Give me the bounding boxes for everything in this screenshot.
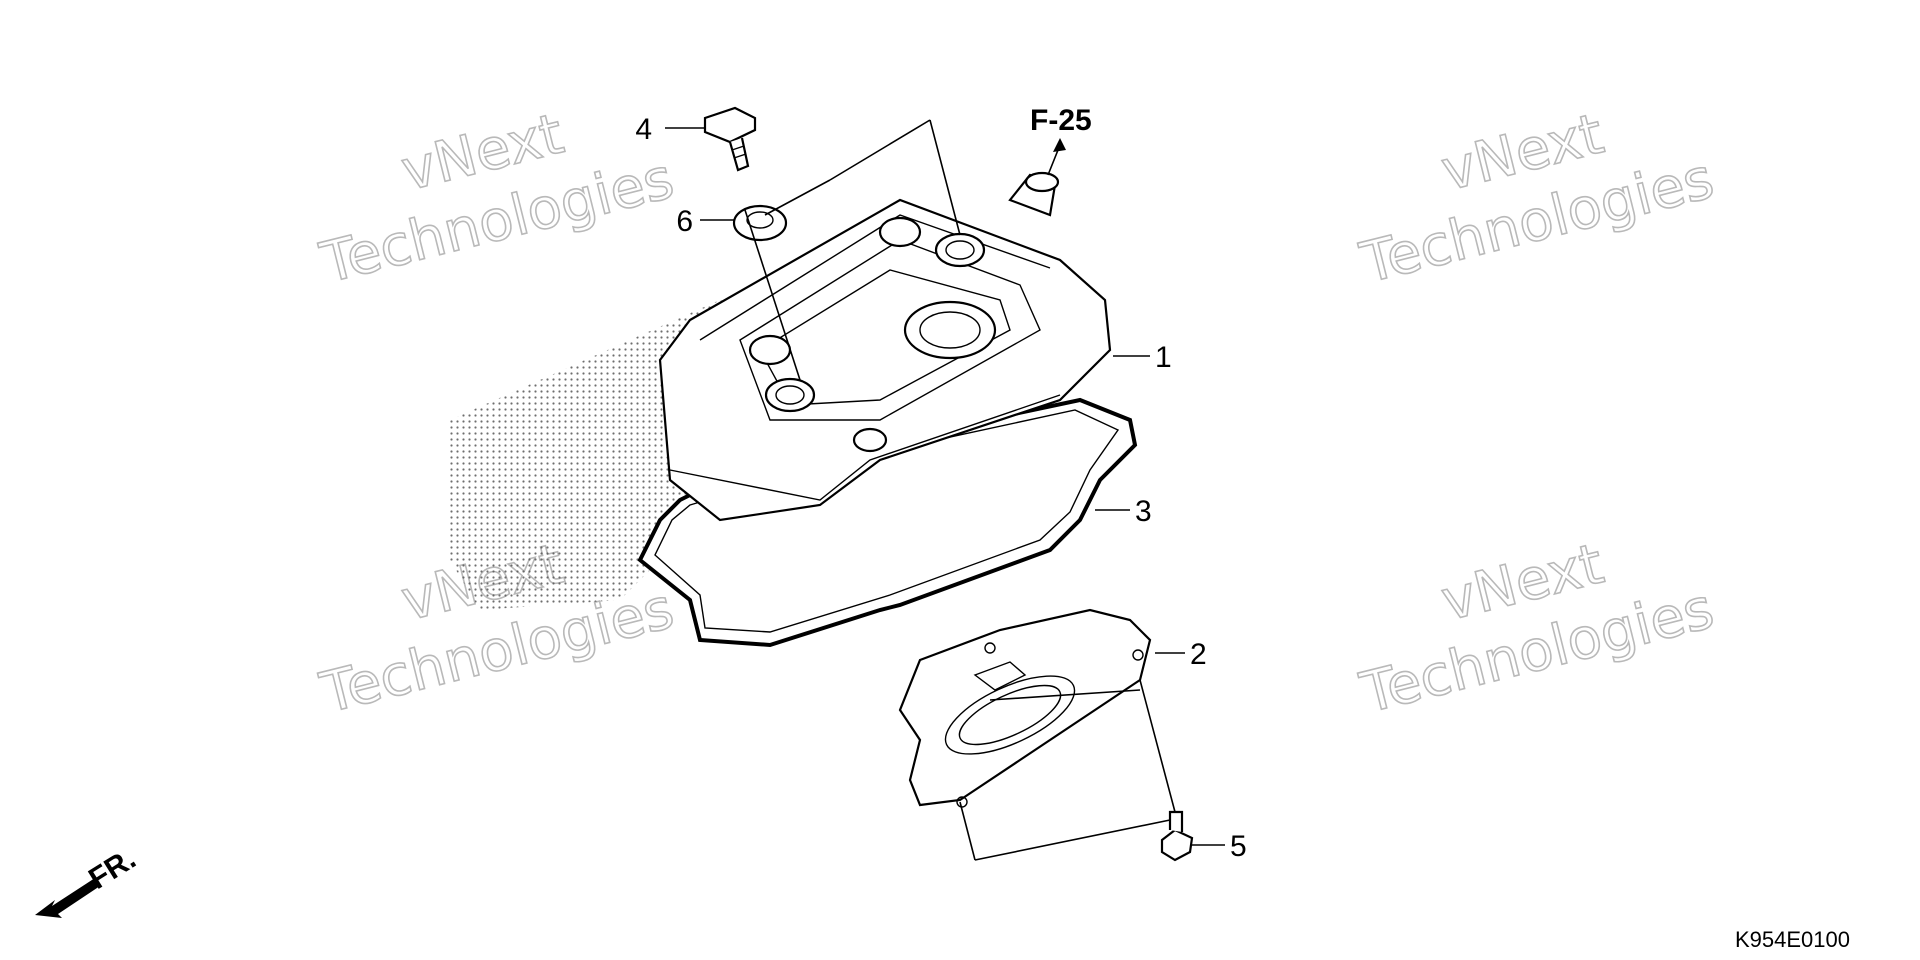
callout-3: 3 — [1135, 495, 1152, 528]
reference-label: F-25 — [1030, 104, 1092, 137]
watermark-top-right: vNext Technologies — [1353, 101, 1720, 298]
callout-6: 6 — [676, 205, 693, 238]
catalog-code: K954E0100 — [1735, 927, 1850, 952]
watermark-bottom-right: vNext Technologies — [1353, 531, 1720, 728]
callout-1: 1 — [1155, 341, 1172, 374]
flange-bolt — [703, 106, 757, 172]
callout-2: 2 — [1190, 638, 1207, 671]
callout-5: 5 — [1230, 830, 1247, 863]
front-arrow-icon — [35, 878, 100, 918]
bolt-small — [1160, 810, 1194, 862]
callout-4: 4 — [635, 113, 652, 146]
watermark-top-left: vNext Technologies — [313, 101, 680, 298]
gasket-inner-edge — [654, 409, 1120, 633]
seal-washer — [732, 204, 788, 242]
cylinder-head-cover — [658, 171, 1112, 522]
breather-plate — [898, 608, 1152, 808]
leader-lines — [665, 119, 1225, 861]
